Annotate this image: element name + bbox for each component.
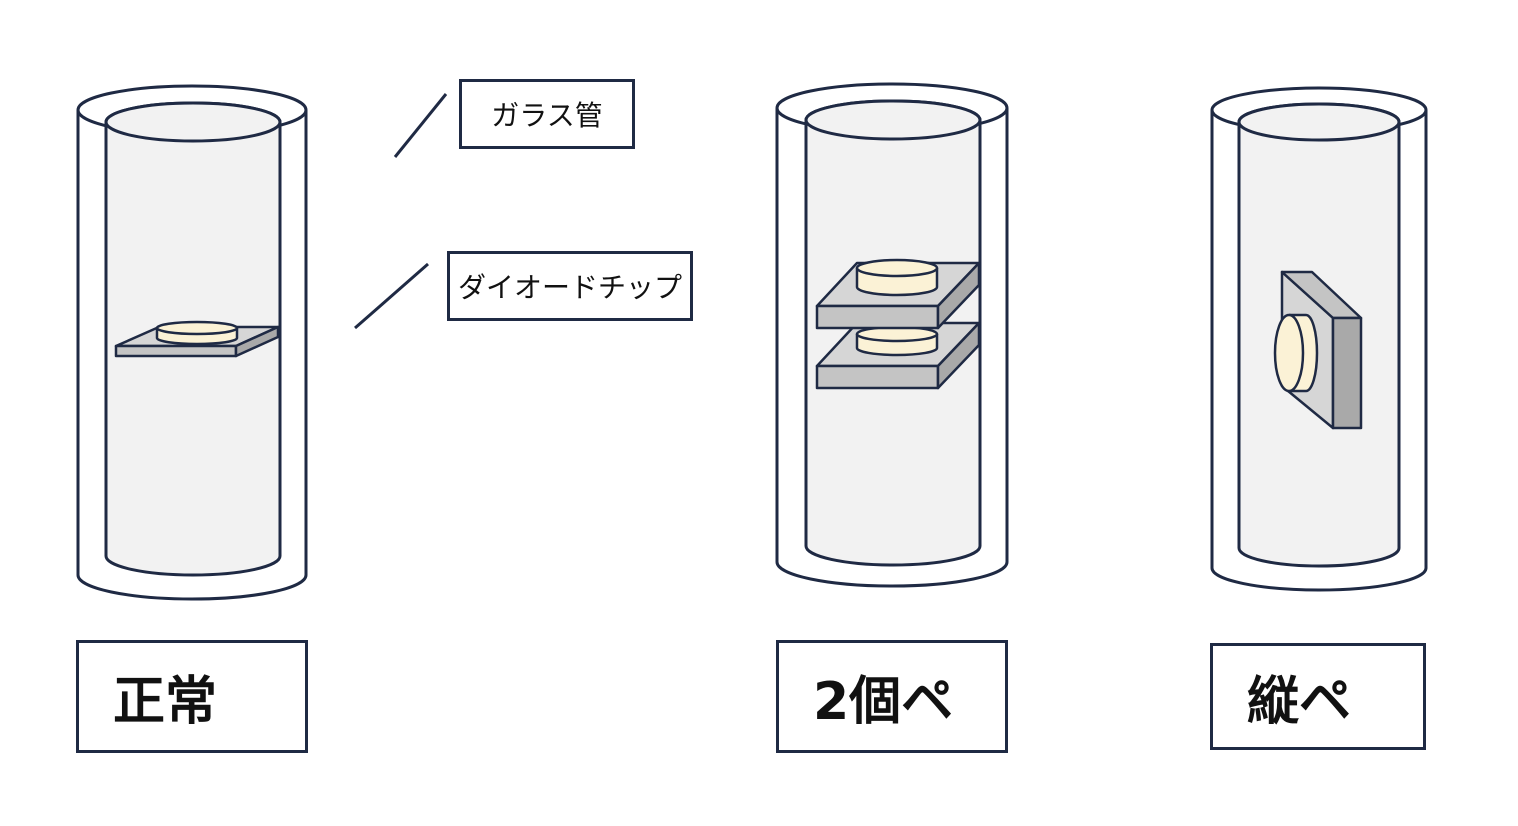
diode-chip-vertical bbox=[1273, 270, 1363, 430]
diode-chip-leader-line bbox=[354, 262, 429, 330]
diode-chip-lower bbox=[815, 321, 981, 390]
case-label-double: 2個ペ bbox=[776, 640, 1008, 753]
case-label-normal: 正常 bbox=[76, 640, 308, 753]
diode-chip-label: ダイオードチップ bbox=[447, 251, 693, 321]
diode-chip-upper bbox=[815, 258, 981, 330]
case-label-vertical: 縦ペ bbox=[1210, 643, 1426, 750]
glass-tube-leader-line bbox=[393, 93, 448, 158]
diode-chip-flat bbox=[114, 320, 280, 358]
glass-tube-label: ガラス管 bbox=[459, 79, 635, 149]
